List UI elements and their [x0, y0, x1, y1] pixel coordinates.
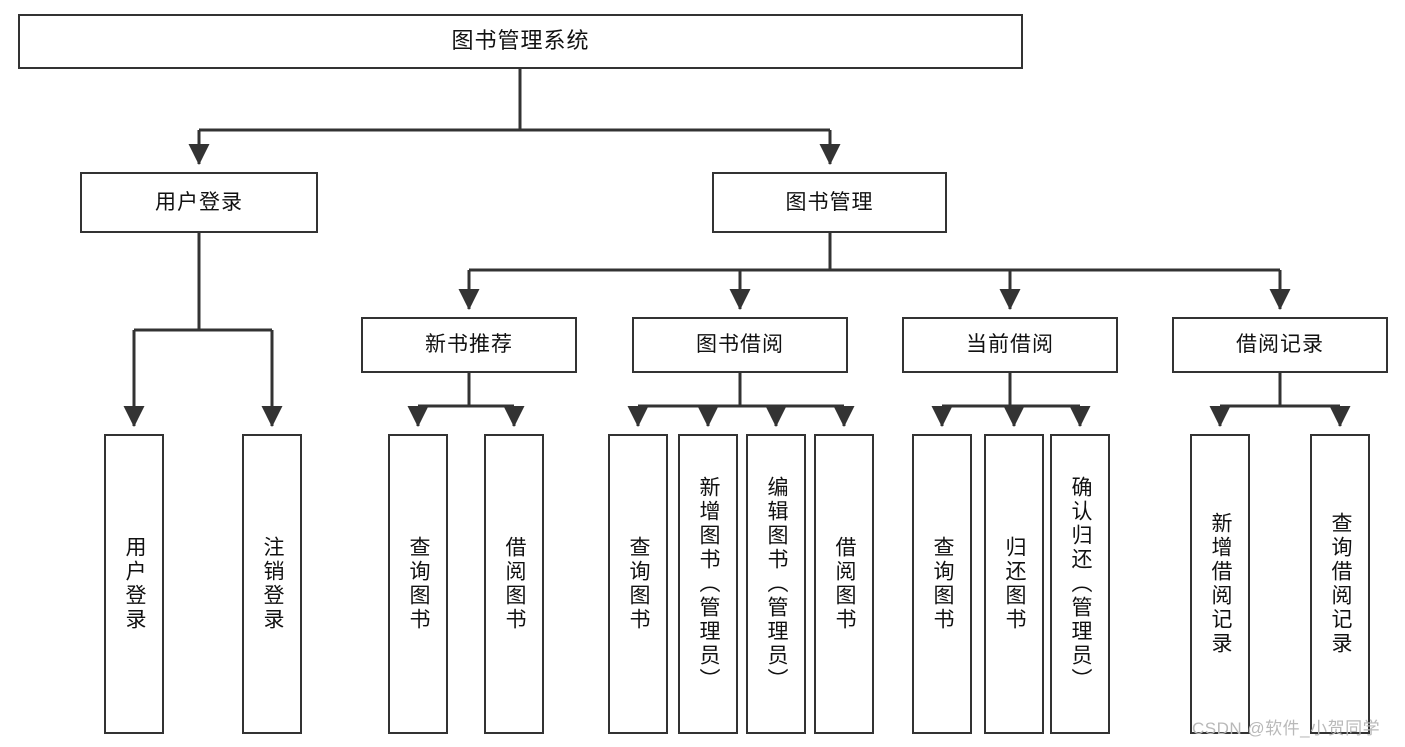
node-book-borrow[interactable]: 图书借阅 [632, 317, 848, 373]
node-label: 借阅记录 [1236, 333, 1324, 357]
node-label: 用户登录 [123, 536, 147, 632]
node-new-book-recommend[interactable]: 新书推荐 [361, 317, 577, 373]
node-leaf-query-borrow-record[interactable]: 查询借阅记录 [1310, 434, 1370, 734]
node-leaf-borrow-book-recommend[interactable]: 借阅图书 [484, 434, 544, 734]
node-label: 注销登录 [261, 536, 285, 632]
node-label: 新增图书（管理员） [697, 476, 721, 692]
node-borrow-record[interactable]: 借阅记录 [1172, 317, 1388, 373]
node-label: 归还图书 [1003, 536, 1027, 632]
node-leaf-add-borrow-record[interactable]: 新增借阅记录 [1190, 434, 1250, 734]
node-label: 查询图书 [931, 536, 955, 632]
node-leaf-add-book[interactable]: 新增图书（管理员） [678, 434, 738, 734]
node-leaf-borrow-book[interactable]: 借阅图书 [814, 434, 874, 734]
node-label: 借阅图书 [833, 536, 857, 632]
node-current-borrow[interactable]: 当前借阅 [902, 317, 1118, 373]
node-leaf-edit-book[interactable]: 编辑图书（管理员） [746, 434, 806, 734]
node-label: 新书推荐 [425, 333, 513, 357]
node-root-system[interactable]: 图书管理系统 [18, 14, 1023, 69]
node-label: 新增借阅记录 [1209, 512, 1233, 656]
node-user-login[interactable]: 用户登录 [80, 172, 318, 233]
node-label: 当前借阅 [966, 333, 1054, 357]
node-label: 图书管理 [785, 190, 874, 214]
node-label: 借阅图书 [503, 536, 527, 632]
node-label: 查询借阅记录 [1329, 512, 1353, 656]
node-label: 编辑图书（管理员） [765, 476, 789, 692]
node-label: 确认归还（管理员） [1069, 476, 1093, 692]
node-leaf-confirm-return[interactable]: 确认归还（管理员） [1050, 434, 1110, 734]
node-leaf-query-book-current[interactable]: 查询图书 [912, 434, 972, 734]
node-label: 查询图书 [407, 536, 431, 632]
node-leaf-return-book[interactable]: 归还图书 [984, 434, 1044, 734]
node-label: 用户登录 [155, 190, 243, 214]
node-book-manage[interactable]: 图书管理 [712, 172, 947, 233]
node-leaf-user-login[interactable]: 用户登录 [104, 434, 164, 734]
node-label: 图书借阅 [696, 333, 784, 357]
node-leaf-query-book-recommend[interactable]: 查询图书 [388, 434, 448, 734]
node-label: 图书管理系统 [451, 28, 590, 54]
node-leaf-logout[interactable]: 注销登录 [242, 434, 302, 734]
node-label: 查询图书 [627, 536, 651, 632]
node-leaf-query-book-borrow[interactable]: 查询图书 [608, 434, 668, 734]
